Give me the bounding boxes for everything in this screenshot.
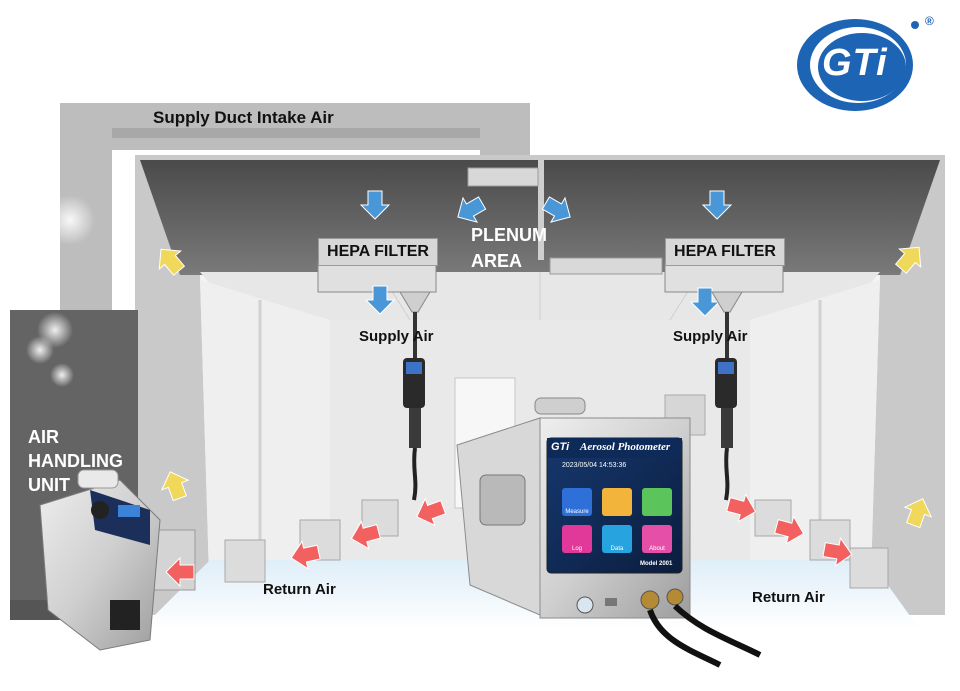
aerosol-probe-left [399,291,431,501]
hepa-filter-right-label: HEPA FILTER [665,238,785,266]
return-arrow [290,540,321,570]
device-tile-label: Data [611,546,624,552]
supply-air-right-label: Supply Air [673,328,748,345]
device-tile-label: About [649,546,665,552]
return-arrow [165,556,195,588]
return-arrow [726,493,757,523]
device-datetime: 2023/05/04 14:53:36 [562,462,627,469]
gti-logo [797,19,919,111]
supply-duct-label: Supply Duct Intake Air [153,108,334,127]
ambient-arrow [160,471,190,502]
registered-mark: ® [925,14,934,28]
ambient-air-arrows [158,246,933,529]
device-tile-label: Measure [565,509,589,515]
device-tile [562,525,592,553]
gti-logo-text: GTi [822,42,888,84]
device-tile-label: Log [572,546,582,552]
supply-arrow [541,196,571,223]
device-tile [642,525,672,553]
supply-arrow [689,287,721,317]
hepa-filter-left-label: HEPA FILTER [318,238,438,266]
air-handling-unit-label: AIR HANDLING UNIT [28,427,123,495]
device-tile [602,525,632,553]
device-title: Aerosol Photometer [580,441,671,453]
return-arrow [350,520,381,550]
plenum-label: PLENUM AREA [471,225,547,271]
device-tile [642,488,672,516]
ambient-arrow [903,498,933,529]
device-tile [562,488,592,516]
device-model: Model 2001 [640,561,673,567]
smoke-plume [0,160,95,272]
supply-air-arrows [359,190,733,317]
supply-arrow [364,285,396,315]
return-air-arrows [165,493,853,588]
return-arrow [774,515,805,545]
supply-air-left-label: Supply Air [359,328,434,345]
device-screen-logo: GTi [551,441,570,453]
supply-arrow [701,190,733,220]
portable-photometer [39,469,161,651]
aerosol-probe-right [711,291,743,501]
return-arrow [822,536,853,567]
ambient-arrow [158,248,186,276]
return-arrow [416,497,447,527]
supply-arrow [359,190,391,220]
device-tile [602,488,632,516]
return-air-left-label: Return Air [263,581,336,598]
supply-arrow [457,196,487,223]
ambient-arrow [894,246,922,274]
return-air-right-label: Return Air [752,589,825,606]
